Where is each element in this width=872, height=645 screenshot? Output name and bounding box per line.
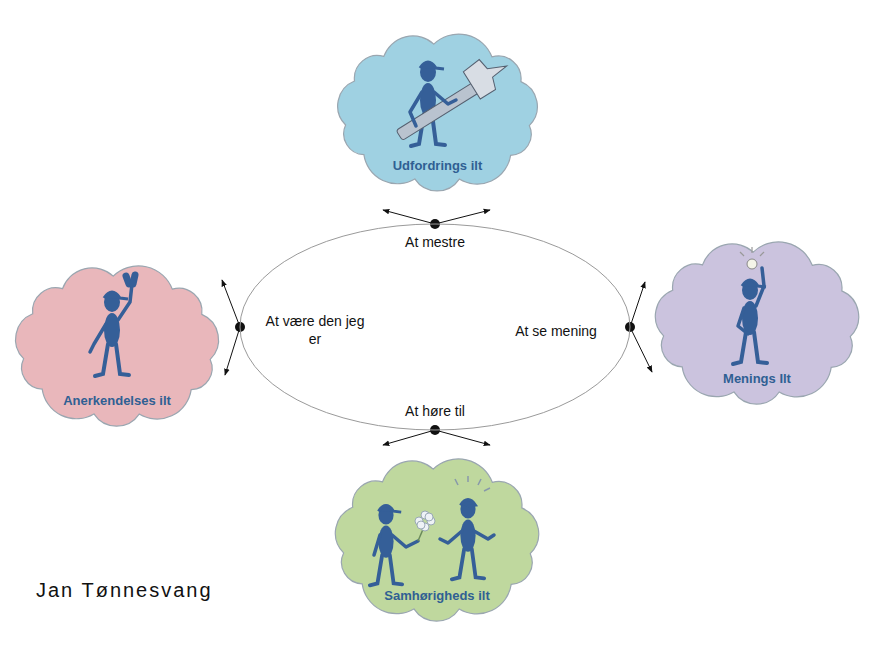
figure-arm (410, 92, 422, 126)
need-label: At være den jeg er (258, 313, 373, 348)
cloud-title: Menings Ilt (692, 372, 822, 386)
ellipse-shape: At mestre At være den jeg er At se meningA… (240, 224, 630, 430)
cloud-shape: Menings Ilt (648, 238, 866, 408)
need-label: At se mening (496, 323, 616, 341)
figure-arm (434, 92, 456, 104)
cloud-title: Anerkendelses ilt (52, 394, 182, 408)
cloud-shape: Udfordrings ilt (330, 30, 545, 195)
cloud-title: Udfordrings ilt (373, 159, 503, 173)
figure-arm (474, 531, 494, 539)
cloud-illustration (370, 476, 494, 585)
figure-arm (440, 531, 462, 543)
cloud-shape: Anerkendelses ilt (8, 262, 226, 430)
figure-arm (126, 276, 129, 284)
figure-arm (392, 535, 418, 547)
need-label: At høre til (375, 403, 495, 421)
figure-arm (738, 308, 748, 334)
cloud-shape: Samhørigheds ilt (328, 455, 546, 625)
stick-figure (370, 506, 402, 586)
figure-arm (374, 535, 380, 555)
flower (415, 511, 435, 541)
cloud-illustration (733, 247, 767, 364)
figure-arm (133, 275, 135, 284)
figure-arm (756, 268, 764, 306)
hammer (388, 49, 515, 146)
cloud-title: Samhørigheds ilt (372, 589, 502, 603)
figure-arm (90, 324, 106, 352)
author-label: Jan Tønnesvang (36, 579, 213, 602)
cloud-illustration (388, 49, 515, 146)
stick-figure (452, 500, 484, 580)
need-label: At mestre (375, 234, 495, 252)
figure-arm (118, 284, 132, 320)
cloud-illustration (90, 275, 135, 376)
